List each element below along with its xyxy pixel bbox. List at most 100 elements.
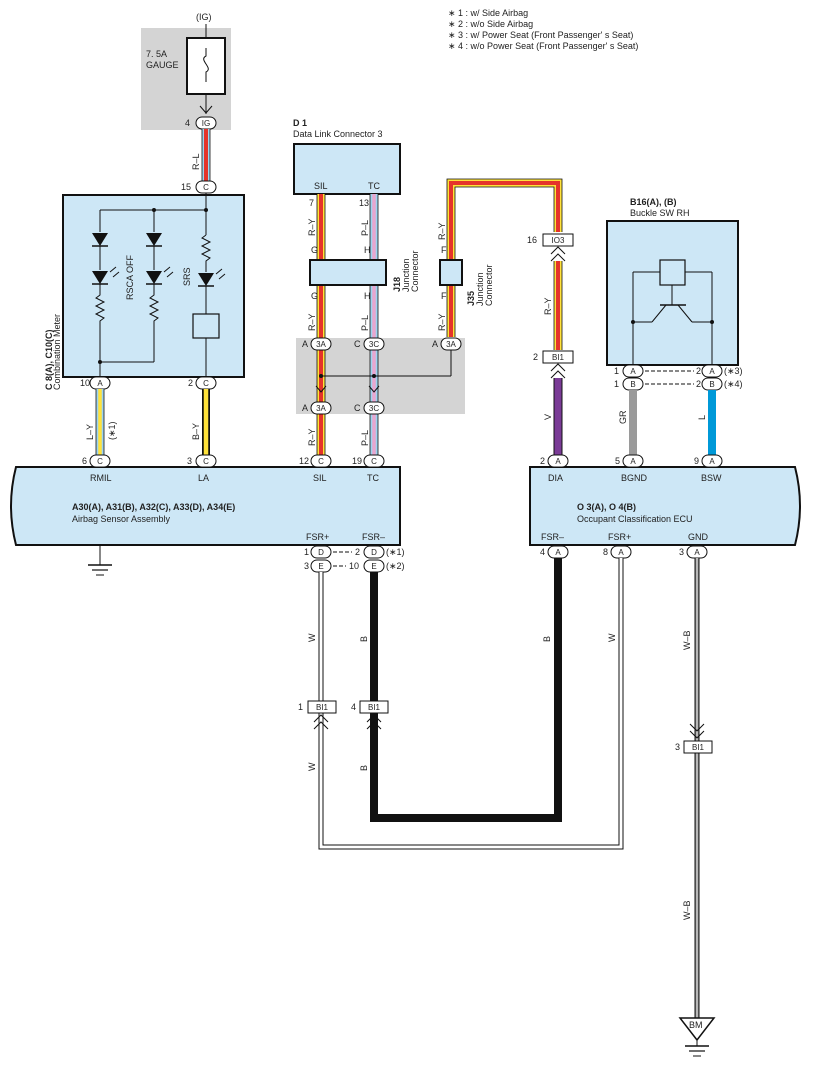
svg-text:D: D [371,548,377,557]
svg-text:E: E [318,562,323,571]
svg-text:C: C [203,457,209,466]
svg-text:3A: 3A [316,340,326,349]
svg-text:BM: BM [689,1020,703,1030]
svg-text:E: E [371,562,376,571]
note-1: ∗ 1 : w/ Side Airbag [448,8,528,18]
airbag-sensor-assembly: A30(A), A31(B), A32(C), A33(D), A34(E) A… [10,454,405,576]
svg-text:FSR+: FSR+ [608,532,631,542]
svg-text:16: 16 [527,235,537,245]
svg-text:Junction: Junction [475,272,485,306]
led-rsca-label: RSCA OFF [125,254,135,300]
svg-text:L–Y: L–Y [85,424,95,440]
svg-text:3: 3 [679,547,684,557]
svg-text:13: 13 [359,198,369,208]
svg-text:1: 1 [614,379,619,389]
svg-text:A: A [432,339,438,349]
svg-text:BI1: BI1 [692,743,705,752]
occupant-classification-ecu: O 3(A), O 4(B) Occupant Classification E… [529,454,801,559]
wire-b-y: B–Y [191,389,210,455]
svg-text:FSR+: FSR+ [306,532,329,542]
svg-text:A: A [97,379,103,388]
svg-text:A: A [630,457,636,466]
svg-text:O 3(A), O 4(B): O 3(A), O 4(B) [577,502,636,512]
resistor-icon [94,284,106,362]
svg-text:8: 8 [603,547,608,557]
svg-text:R–Y: R–Y [437,222,447,240]
svg-text:H: H [364,291,371,301]
svg-text:B: B [630,380,635,389]
svg-text:C: C [97,457,103,466]
svg-text:9: 9 [694,456,699,466]
svg-text:GND: GND [688,532,709,542]
svg-text:10: 10 [80,378,90,388]
fuse-rating: 7. 5A [146,49,167,59]
svg-text:2: 2 [696,379,701,389]
svg-text:4: 4 [351,702,356,712]
svg-text:W: W [607,633,617,642]
svg-text:1: 1 [304,547,309,557]
svg-text:H: H [364,245,371,255]
svg-text:TC: TC [368,181,380,191]
svg-text:2: 2 [696,366,701,376]
fuse-pin-num: 4 [185,118,190,128]
svg-text:A30(A), A31(B), A32(C), A33(D): A30(A), A31(B), A32(C), A33(D), A34(E) [72,502,235,512]
svg-text:R–Y: R–Y [307,218,317,236]
svg-text:A: A [709,457,715,466]
wire-r-y-sil: R–Y R–Y R–Y [307,194,326,455]
rsca-led-icon [92,271,108,284]
svg-text:F: F [441,291,447,301]
svg-text:19: 19 [352,456,362,466]
svg-text:J35: J35 [466,291,476,306]
svg-text:D 1: D 1 [293,118,307,128]
fuse-pin: IG [202,119,210,128]
svg-text:A: A [694,548,700,557]
svg-text:FSR–: FSR– [541,532,564,542]
notes-legend: ∗ 1 : w/ Side Airbag ∗ 2 : w/o Side Airb… [448,8,638,51]
svg-text:DIA: DIA [548,473,563,483]
svg-text:2: 2 [540,456,545,466]
svg-text:B: B [359,765,369,771]
wire-v: V [543,378,563,455]
ig-label: (IG) [196,12,212,22]
svg-text:Data Link Connector 3: Data Link Connector 3 [293,129,383,139]
svg-text:IO3: IO3 [552,236,565,245]
junction-j18: G H G H J18 Junction Connector [309,245,420,301]
wire-r-l: R–L [191,129,211,181]
svg-text:Connector: Connector [410,250,420,292]
wire-gr: GR [618,390,637,455]
svg-text:A: A [555,457,561,466]
wire-w-b: W–B W–B BI1 3 [675,558,713,1018]
svg-text:G: G [311,245,318,255]
svg-text:Airbag Sensor Assembly: Airbag Sensor Assembly [72,514,171,524]
svg-text:2: 2 [355,547,360,557]
svg-text:W–B: W–B [682,900,692,920]
svg-text:SIL: SIL [314,181,328,191]
svg-text:12: 12 [299,456,309,466]
svg-text:3: 3 [675,742,680,752]
note-4: ∗ 4 : w/o Power Seat (Front Passenger' s… [448,41,638,51]
wire-label-r-l: R–L [191,153,201,170]
svg-text:P–L: P–L [360,220,370,236]
buckle-switch: B16(A), (B) Buckle SW RH A 1 B 1 2 2 A B… [606,197,743,391]
wire-l-y: L–Y (∗1) [85,389,117,455]
junction-connector-3a-3c: 3A A 3C C 3A A 3A A 3C C [302,337,462,415]
svg-text:Occupant Classification ECU: Occupant Classification ECU [577,514,693,524]
svg-text:Connector: Connector [484,264,494,306]
ground-bm: BM [678,1017,716,1057]
svg-text:BGND: BGND [621,473,648,483]
svg-text:W–B: W–B [682,630,692,650]
meter-code: C 8(A), C10(C) [44,329,54,390]
svg-text:2: 2 [188,378,193,388]
svg-text:1: 1 [614,366,619,376]
svg-text:C: C [203,183,209,192]
svg-text:C: C [318,457,324,466]
svg-text:FSR–: FSR– [362,532,385,542]
svg-text:R–Y: R–Y [307,313,317,331]
svg-text:LA: LA [198,473,209,483]
fuse-gauge: (IG) 7. 5A GAUGE IG 4 [146,12,226,130]
svg-text:BI1: BI1 [552,353,565,362]
data-link-connector: D 1 Data Link Connector 3 SIL TC 7 13 [293,118,401,208]
svg-text:A: A [709,367,715,376]
srs-led-icon [198,273,214,286]
